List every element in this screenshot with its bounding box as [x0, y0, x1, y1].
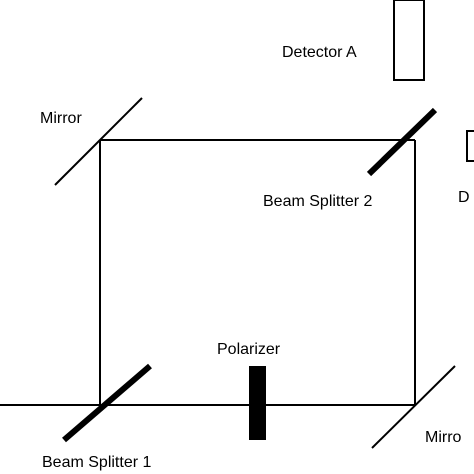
detector-b-label: D — [458, 189, 470, 206]
mirror-bottom-right-label: Mirro — [425, 429, 462, 446]
mirror-bottom-right — [371, 365, 456, 449]
beam-splitter-1 — [62, 363, 152, 443]
polarizer-element — [249, 366, 266, 440]
mirror-top-left — [54, 97, 143, 186]
mirror-top-left-label: Mirror — [40, 110, 82, 127]
beam-splitter-1-label: Beam Splitter 1 — [42, 454, 152, 471]
detector-a-box — [393, 0, 425, 81]
beam-splitter-2-label: Beam Splitter 2 — [263, 193, 373, 210]
detector-b-box — [466, 130, 474, 162]
polarizer-label: Polarizer — [217, 341, 281, 358]
detector-a-label: Detector A — [282, 44, 357, 61]
beam-splitter-2 — [366, 107, 438, 177]
